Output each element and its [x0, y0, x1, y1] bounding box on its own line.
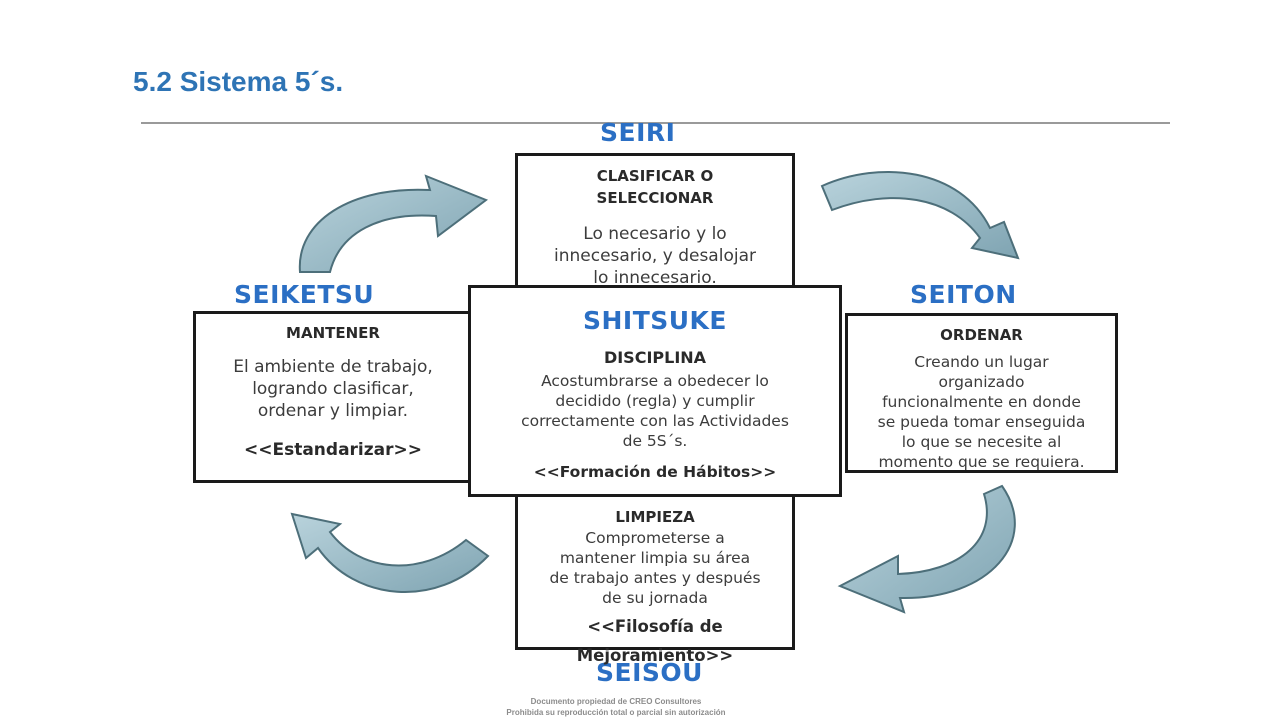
title-divider [141, 122, 1170, 124]
heading-seiri: SEIRI [600, 118, 676, 147]
heading-seiton: SEITON [910, 280, 1017, 309]
seisou-desc-line1: Comprometerse a [585, 529, 725, 547]
seiketsu-description: El ambiente de trabajo, logrando clasifi… [196, 356, 470, 422]
heading-seisou: SEISOU [596, 658, 703, 687]
seiri-desc-line3: lo innecesario. [593, 268, 717, 288]
footer-line2: Prohibida su reproducción total o parcia… [506, 708, 726, 717]
slide-title: 5.2 Sistema 5´s. [133, 66, 344, 97]
seiton-desc-line1: Creando un lugar [914, 353, 1049, 371]
seisou-desc-line3: de trabajo antes y después [549, 569, 761, 587]
heading-seiketsu: SEIKETSU [234, 280, 375, 309]
seiketsu-tag: <<Estandarizar>> [243, 440, 422, 460]
footer-notice: Documento propiedad de CREO Consultores … [0, 696, 1232, 718]
seiton-desc-line2: organizado [938, 373, 1025, 391]
seiketsu-desc-line3: ordenar y limpiar. [257, 401, 409, 421]
box-seiketsu: MANTENER El ambiente de trabajo, logrand… [193, 311, 473, 483]
box-seiton: ORDENAR Creando un lugar organizado func… [845, 313, 1118, 473]
seiketsu-subtitle: MANTENER [286, 324, 380, 342]
box-shitsuke: SHITSUKE DISCIPLINA Acostumbrarse a obed… [468, 285, 842, 497]
box-seisou: LIMPIEZA Comprometerse a mantener limpia… [515, 493, 795, 665]
seiri-subtitle-line1: CLASIFICAR O [596, 167, 714, 185]
shitsuke-desc-line3: correctamente con las Actividades [521, 412, 789, 430]
seiketsu-desc-line2: logrando clasificar, [252, 379, 414, 399]
arrow-bottom-left [290, 512, 490, 594]
seiton-desc-line5: lo que se necesite al [901, 433, 1062, 451]
heading-shitsuke: SHITSUKE [582, 306, 728, 335]
shitsuke-desc-line1: Acostumbrarse a obedecer lo [541, 372, 769, 390]
seiton-desc-line4: se pueda tomar enseguida [877, 413, 1086, 431]
seiton-desc-line6: momento que se requiera. [878, 453, 1085, 471]
seiri-subtitle-line2: SELECCIONAR [596, 189, 714, 207]
arrow-bottom-right [837, 484, 1016, 614]
shitsuke-desc-line2: decidido (regla) y cumplir [555, 392, 755, 410]
seisou-desc-line4: de su jornada [602, 589, 708, 607]
seisou-tag-line1: <<Filosofía de [587, 617, 723, 636]
seisou-description: Comprometerse a mantener limpia su área … [518, 528, 792, 608]
arrow-top-left [298, 174, 489, 273]
box-seiri: CLASIFICAR O SELECCIONAR Lo necesario y … [515, 153, 795, 288]
footer-line1: Documento propiedad de CREO Consultores [530, 697, 702, 706]
seisou-desc-line2: mantener limpia su área [559, 549, 751, 567]
shitsuke-desc-line4: de 5S´s. [622, 432, 688, 450]
shitsuke-subtitle: DISCIPLINA [603, 348, 707, 367]
seiri-desc-line2: innecesario, y desalojar [554, 246, 756, 266]
seiton-description: Creando un lugar organizado funcionalmen… [848, 352, 1115, 472]
shitsuke-tag: <<Formación de Hábitos>> [533, 463, 777, 481]
seiton-subtitle: ORDENAR [940, 326, 1023, 344]
shitsuke-description: Acostumbrarse a obedecer lo decidido (re… [471, 371, 839, 451]
seiketsu-desc-line1: El ambiente de trabajo, [233, 357, 433, 377]
seiton-desc-line3: funcionalmente en donde [882, 393, 1081, 411]
seisou-tag-line2: Mejoramiento>> [576, 646, 734, 665]
seiri-desc-line1: Lo necesario y lo [583, 224, 727, 244]
seisou-subtitle: LIMPIEZA [615, 508, 695, 526]
seiri-description: Lo necesario y lo innecesario, y desaloj… [518, 223, 792, 289]
arrow-top-right [820, 171, 1020, 260]
